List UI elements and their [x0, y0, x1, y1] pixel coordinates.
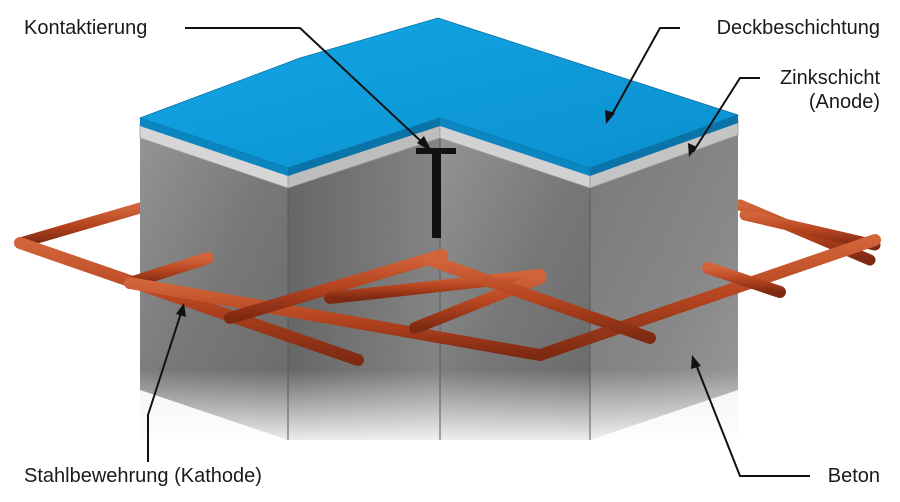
arrow-zinc: [688, 143, 697, 157]
rebar-back-right-2: [739, 209, 881, 251]
label-contact: Kontaktierung: [24, 17, 148, 39]
rebar-front-left-cross: [124, 252, 214, 289]
coating-edge-mid-left: [288, 118, 440, 176]
concrete-face-right: [590, 135, 738, 440]
contact-element: [416, 148, 456, 238]
rebar-front-group: [14, 234, 881, 366]
leader-contact: [185, 27, 426, 146]
leader-coating: [609, 27, 680, 119]
leader-zinc: [692, 77, 760, 153]
rebar-back-left-1: [14, 202, 146, 249]
leader-steel: [147, 309, 183, 462]
top-coating: [138, 17, 740, 176]
rebar-front-right-long: [534, 234, 881, 361]
label-top-coating: Deckbeschichtung: [716, 17, 880, 39]
rebar-front-main: [124, 277, 546, 361]
coating-edge-right: [590, 115, 738, 176]
coating-edge-mid-right: [440, 118, 590, 176]
rebar-front-cross-1: [224, 249, 448, 324]
label-concrete: Beton: [827, 465, 880, 487]
coating-edge-left: [140, 118, 288, 176]
leader-lines: [147, 27, 810, 477]
label-zinc-line1: Zinkschicht: [779, 67, 880, 89]
rebar-front-cross-2: [324, 269, 546, 304]
leader-arrowheads: [176, 110, 701, 369]
arrow-coating: [605, 110, 615, 124]
rebar-front-right-cross: [702, 262, 786, 298]
rebar-front-left-long: [14, 237, 364, 366]
concrete-face-left: [140, 138, 288, 440]
label-steel-reinforcement: Stahlbewehrung (Kathode): [24, 465, 262, 487]
leader-concrete: [694, 361, 810, 477]
arrow-concrete: [691, 355, 701, 369]
rebar-front-center: [424, 254, 656, 344]
arrow-steel: [176, 303, 186, 317]
arrow-contact: [417, 136, 432, 152]
label-zinc-line2: (Anode): [808, 91, 880, 113]
label-zinc-layer: Zinkschicht (Anode): [780, 66, 880, 114]
